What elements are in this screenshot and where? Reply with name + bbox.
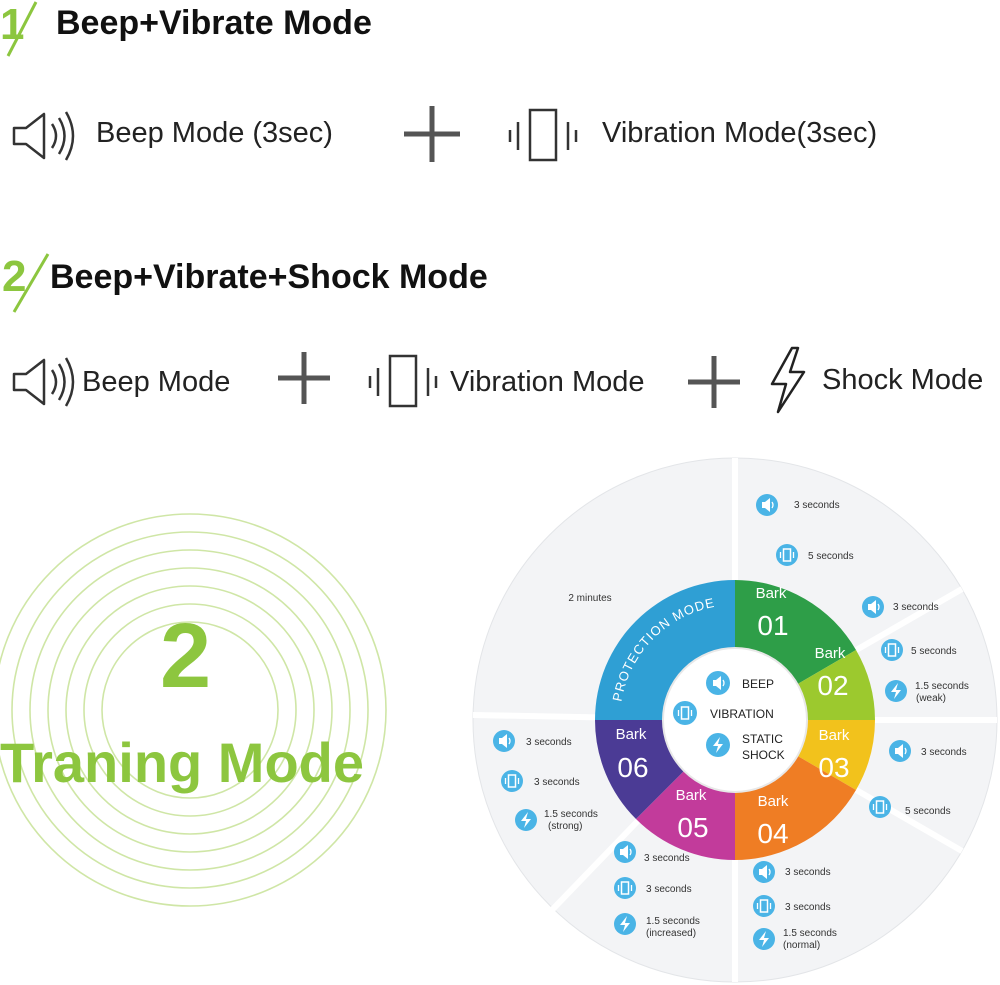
shock-mode-label: Shock Mode xyxy=(822,364,984,396)
section-1-title: Beep+Vibrate Mode xyxy=(56,4,372,42)
svg-text:3 seconds: 3 seconds xyxy=(646,884,692,895)
beep-mode-label: Beep Mode (3sec) xyxy=(96,117,333,149)
svg-text:3 seconds: 3 seconds xyxy=(893,602,939,613)
svg-text:3 seconds: 3 seconds xyxy=(644,853,690,864)
section-2-row: Beep Mode Vibration Mode Shock Mode xyxy=(0,346,1000,416)
speaker-icon xyxy=(12,111,75,161)
svg-text:3 seconds: 3 seconds xyxy=(534,777,580,788)
bark-segment-02 xyxy=(796,650,875,720)
slash-divider xyxy=(6,1,38,57)
bark02-info: 3 seconds 5 seconds 1.5 seconds (weak) xyxy=(862,596,969,704)
speaker-icon xyxy=(12,357,75,407)
svg-text:VIBRATION: VIBRATION xyxy=(710,707,774,721)
section-1-header: 1 Beep+Vibrate Mode xyxy=(0,0,600,57)
bark-segment-06 xyxy=(595,720,685,819)
bark-segment-03 xyxy=(796,720,875,790)
svg-text:SHOCK: SHOCK xyxy=(742,748,785,762)
bark-1-num-label: 01 xyxy=(757,610,788,641)
bark03-info: 3 seconds 5 seconds xyxy=(869,740,967,818)
svg-text:5 seconds: 5 seconds xyxy=(911,646,957,657)
svg-text:3 seconds: 3 seconds xyxy=(785,867,831,878)
bark-segment-01 xyxy=(735,580,856,685)
bark-segment-04 xyxy=(735,755,856,860)
svg-text:3 seconds: 3 seconds xyxy=(526,737,572,748)
section-2-title: Beep+Vibrate+Shock Mode xyxy=(50,258,488,296)
vibration-mode-label: Vibration Mode xyxy=(450,366,645,398)
svg-text:5 seconds: 5 seconds xyxy=(808,551,854,562)
center-legend: BEEP VIBRATION STATIC SHOCK xyxy=(673,671,785,762)
bark-3-num-label: 03 xyxy=(818,752,849,783)
bark-4-word-label: Bark xyxy=(758,793,789,810)
training-mode-title: Traning Mode xyxy=(0,731,364,794)
plus-icon xyxy=(278,352,330,404)
bark-ring xyxy=(595,580,875,860)
bark-wheel-diagram: PROTECTION MODE 2 minutes Bark 01 Bark 0… xyxy=(472,457,998,983)
svg-text:1.5 seconds: 1.5 seconds xyxy=(915,681,969,692)
bark01-info: 3 seconds 5 seconds xyxy=(756,494,854,566)
slash-divider xyxy=(12,253,50,313)
bark-5-word-label: Bark xyxy=(676,787,707,804)
svg-text:STATIC: STATIC xyxy=(742,732,783,746)
plus-icon xyxy=(404,106,460,162)
svg-text:(normal): (normal) xyxy=(783,940,820,951)
svg-text:3 seconds: 3 seconds xyxy=(794,500,840,511)
bark-6-word-label: Bark xyxy=(616,726,647,743)
vibration-mode-label: Vibration Mode(3sec) xyxy=(602,117,878,149)
section-1-number: 1 xyxy=(0,0,25,49)
beep-mode-label: Beep Mode xyxy=(82,366,231,398)
lightning-icon xyxy=(770,346,806,414)
wheel-center xyxy=(663,648,807,792)
bark-2-word-label: Bark xyxy=(815,645,846,662)
vibration-icon xyxy=(508,108,578,162)
bark06-info: 3 seconds 3 seconds 1.5 seconds (strong) xyxy=(493,730,598,832)
bark05-info: 3 seconds 3 seconds 1.5 seconds (increas… xyxy=(614,841,700,939)
plus-icon xyxy=(688,356,740,408)
training-number: 2 xyxy=(160,605,212,707)
section-1-row: Beep Mode (3sec) Vibration Mode(3sec) xyxy=(0,100,1000,170)
protection-segment xyxy=(595,580,735,720)
bark-4-num-label: 04 xyxy=(757,818,788,849)
bark04-info: 3 seconds 3 seconds 1.5 seconds (normal) xyxy=(753,861,837,951)
bark-1-word-label: Bark xyxy=(756,585,787,602)
svg-text:3 seconds: 3 seconds xyxy=(785,902,831,913)
svg-text:BEEP: BEEP xyxy=(742,677,774,691)
bark-3-word-label: Bark xyxy=(819,727,850,744)
section-2-number: 2 xyxy=(2,252,27,301)
svg-text:(strong): (strong) xyxy=(548,821,582,832)
svg-text:(weak): (weak) xyxy=(916,693,946,704)
svg-text:1.5 seconds: 1.5 seconds xyxy=(544,809,598,820)
bark-6-num-label: 06 xyxy=(617,752,648,783)
svg-text:5 seconds: 5 seconds xyxy=(905,806,951,817)
section-2-header: 2 Beep+Vibrate+Shock Mode xyxy=(0,250,600,313)
bark-5-num-label: 05 xyxy=(677,812,708,843)
svg-text:1.5 seconds: 1.5 seconds xyxy=(646,916,700,927)
svg-text:(increased): (increased) xyxy=(646,928,696,939)
protection-duration: 2 minutes xyxy=(568,593,611,604)
bark-2-num-label: 02 xyxy=(817,670,848,701)
svg-text:1.5 seconds: 1.5 seconds xyxy=(783,928,837,939)
bark-segment-05 xyxy=(636,770,735,860)
svg-text:3 seconds: 3 seconds xyxy=(921,747,967,758)
concentric-rings xyxy=(0,513,387,907)
vibration-icon xyxy=(368,354,438,408)
